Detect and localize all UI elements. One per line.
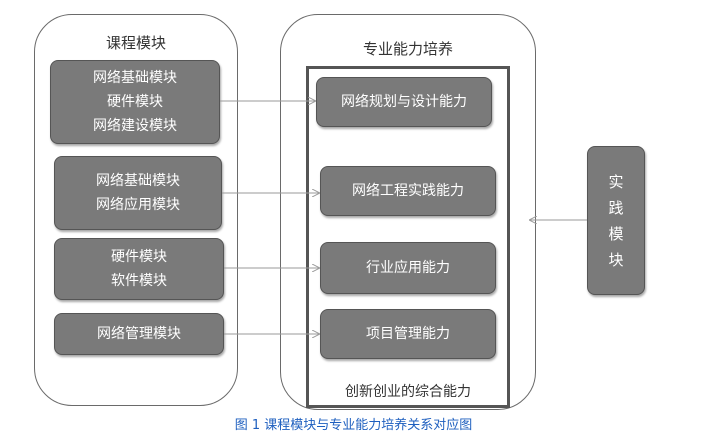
module-line: 网络基础模块 [96,173,180,189]
ability-label: 项目管理能力 [366,326,450,342]
ability-network-planning: 网络规划与设计能力 [316,77,492,127]
module-line: 硬件模块 [107,94,163,110]
ability-engineering-practice: 网络工程实践能力 [320,166,496,216]
module-line: 网络建设模块 [93,118,177,134]
module-group-1: 网络基础模块 硬件模块 网络建设模块 [50,60,220,144]
module-line: 网络管理模块 [97,326,181,342]
practice-char: 模 [608,224,624,243]
ability-label: 网络工程实践能力 [352,183,464,199]
module-group-2: 网络基础模块 网络应用模块 [54,156,222,230]
ability-label: 行业应用能力 [366,260,450,276]
ability-project-management: 项目管理能力 [320,309,496,359]
module-group-3: 硬件模块 软件模块 [54,238,224,300]
practice-char: 践 [608,198,624,217]
module-line: 网络应用模块 [96,197,180,213]
course-modules-title: 课程模块 [105,34,166,52]
ability-frame [306,66,510,408]
ability-label: 网络规划与设计能力 [341,94,467,110]
professional-ability-title: 专业能力培养 [362,40,453,58]
module-line: 硬件模块 [111,249,167,265]
comprehensive-ability-label: 创新创业的综合能力 [345,384,471,400]
module-line: 软件模块 [111,273,167,289]
ability-industry-application: 行业应用能力 [320,242,496,294]
practice-char: 实 [608,172,624,191]
module-group-4: 网络管理模块 [54,313,224,355]
module-line: 网络基础模块 [93,70,177,86]
practice-module: 实 践 模 块 [587,146,645,295]
figure-caption: 图 1 课程模块与专业能力培养关系对应图 [234,418,473,433]
practice-char: 块 [608,250,624,269]
